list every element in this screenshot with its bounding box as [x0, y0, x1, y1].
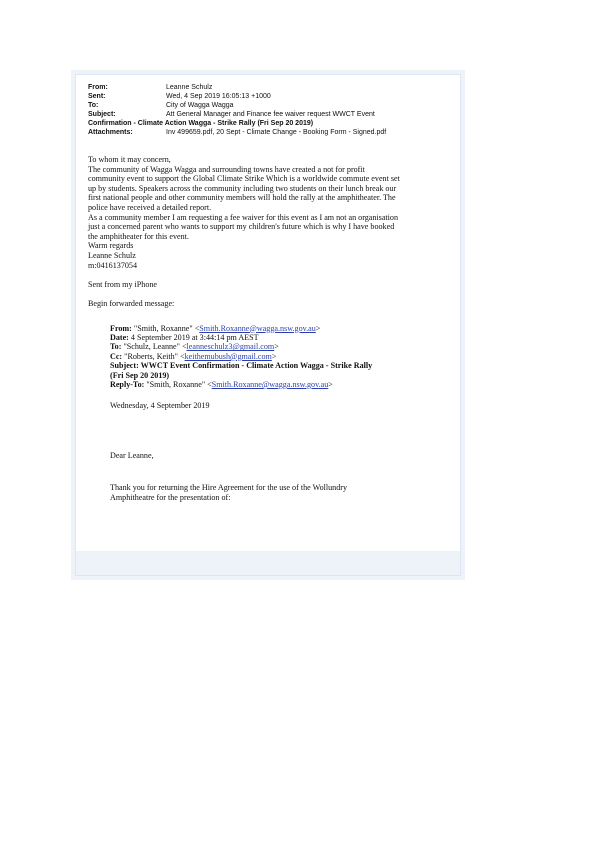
sent-from: Sent from my iPhone — [88, 279, 158, 289]
greeting: To whom it may concern, — [88, 155, 171, 164]
header-subject: Subject: Att General Manager and Finance… — [88, 111, 375, 118]
fwd-to-email-link[interactable]: leanneschulz3@gmail.com — [186, 342, 275, 352]
letter-body-line: Thank you for returning the Hire Agreeme… — [110, 483, 347, 493]
body-line: the amphitheater for this event. — [88, 231, 189, 241]
fwd-replyto-email-link[interactable]: Smith.Roxanne@wagga.nsw.gov.au — [211, 379, 329, 389]
body-line: community event to support the Global Cl… — [88, 174, 400, 184]
fwd-subject-continuation: (Fri Sep 20 2019) — [110, 370, 170, 380]
header-to: To: City of Wagga Wagga — [88, 102, 234, 109]
email-header-table: From: Leanne Schulz Sent: Wed, 4 Sep 201… — [88, 83, 440, 137]
fwd-to: To: "Schulz, Leanne" <leanneschulz3@gmai… — [110, 342, 279, 352]
body-line: police have received a detailed report. — [88, 202, 212, 212]
email-content: From: Leanne Schulz Sent: Wed, 4 Sep 201… — [88, 83, 438, 502]
fwd-cc-email-link[interactable]: keithemubush@gmail.com — [184, 351, 272, 361]
header-attachments: Attachments: Inv 499659.pdf, 20 Sept - C… — [88, 129, 387, 136]
fwd-from: From: "Smith, Roxanne" <Smith.Roxanne@wa… — [110, 323, 321, 333]
signoff-line: Warm regards — [88, 241, 134, 251]
email-body: To whom it may concern, The community of… — [88, 155, 438, 309]
document-page: From: Leanne Schulz Sent: Wed, 4 Sep 201… — [75, 74, 461, 576]
letter-date: Wednesday, 4 September 2019 — [110, 401, 210, 411]
body-line: As a community member I am requesting a … — [88, 212, 399, 222]
header-from: From: Leanne Schulz — [88, 84, 213, 91]
body-line: first national people and other communit… — [88, 193, 396, 203]
header-subject-continuation: Confirmation - Climate Action Wagga - St… — [88, 120, 314, 127]
body-line: The community of Wagga Wagga and surroun… — [88, 164, 365, 174]
fwd-from-email-link[interactable]: Smith.Roxanne@wagga.nsw.gov.au — [199, 323, 316, 333]
salutation: Dear Leanne, — [110, 450, 154, 460]
signoff-mobile: m:0416137054 — [88, 260, 138, 270]
body-line: up by students. Speakers across the comm… — [88, 183, 397, 193]
fwd-subject: Subject: WWCT Event Confirmation - Clima… — [110, 361, 373, 371]
fwd-date: Date: 4 September 2019 at 3:44:14 pm AES… — [110, 332, 259, 342]
page-footer-band — [76, 551, 460, 575]
signoff-name: Leanne Schulz — [88, 250, 136, 260]
fwd-cc: Cc: "Roberts, Keith" <keithemubush@gmail… — [110, 351, 277, 361]
fwd-reply-to: Reply-To: "Smith, Roxanne" <Smith.Roxann… — [110, 379, 333, 389]
forwarded-message: From: "Smith, Roxanne" <Smith.Roxanne@wa… — [110, 324, 438, 502]
body-line: just a concerned parent who wants to sup… — [88, 222, 395, 232]
begin-forwarded: Begin forwarded message: — [88, 298, 175, 308]
letter-body-line: Amphitheatre for the presentation of: — [110, 492, 231, 502]
header-sent: Sent: Wed, 4 Sep 2019 16:05:13 +1000 — [88, 93, 271, 100]
